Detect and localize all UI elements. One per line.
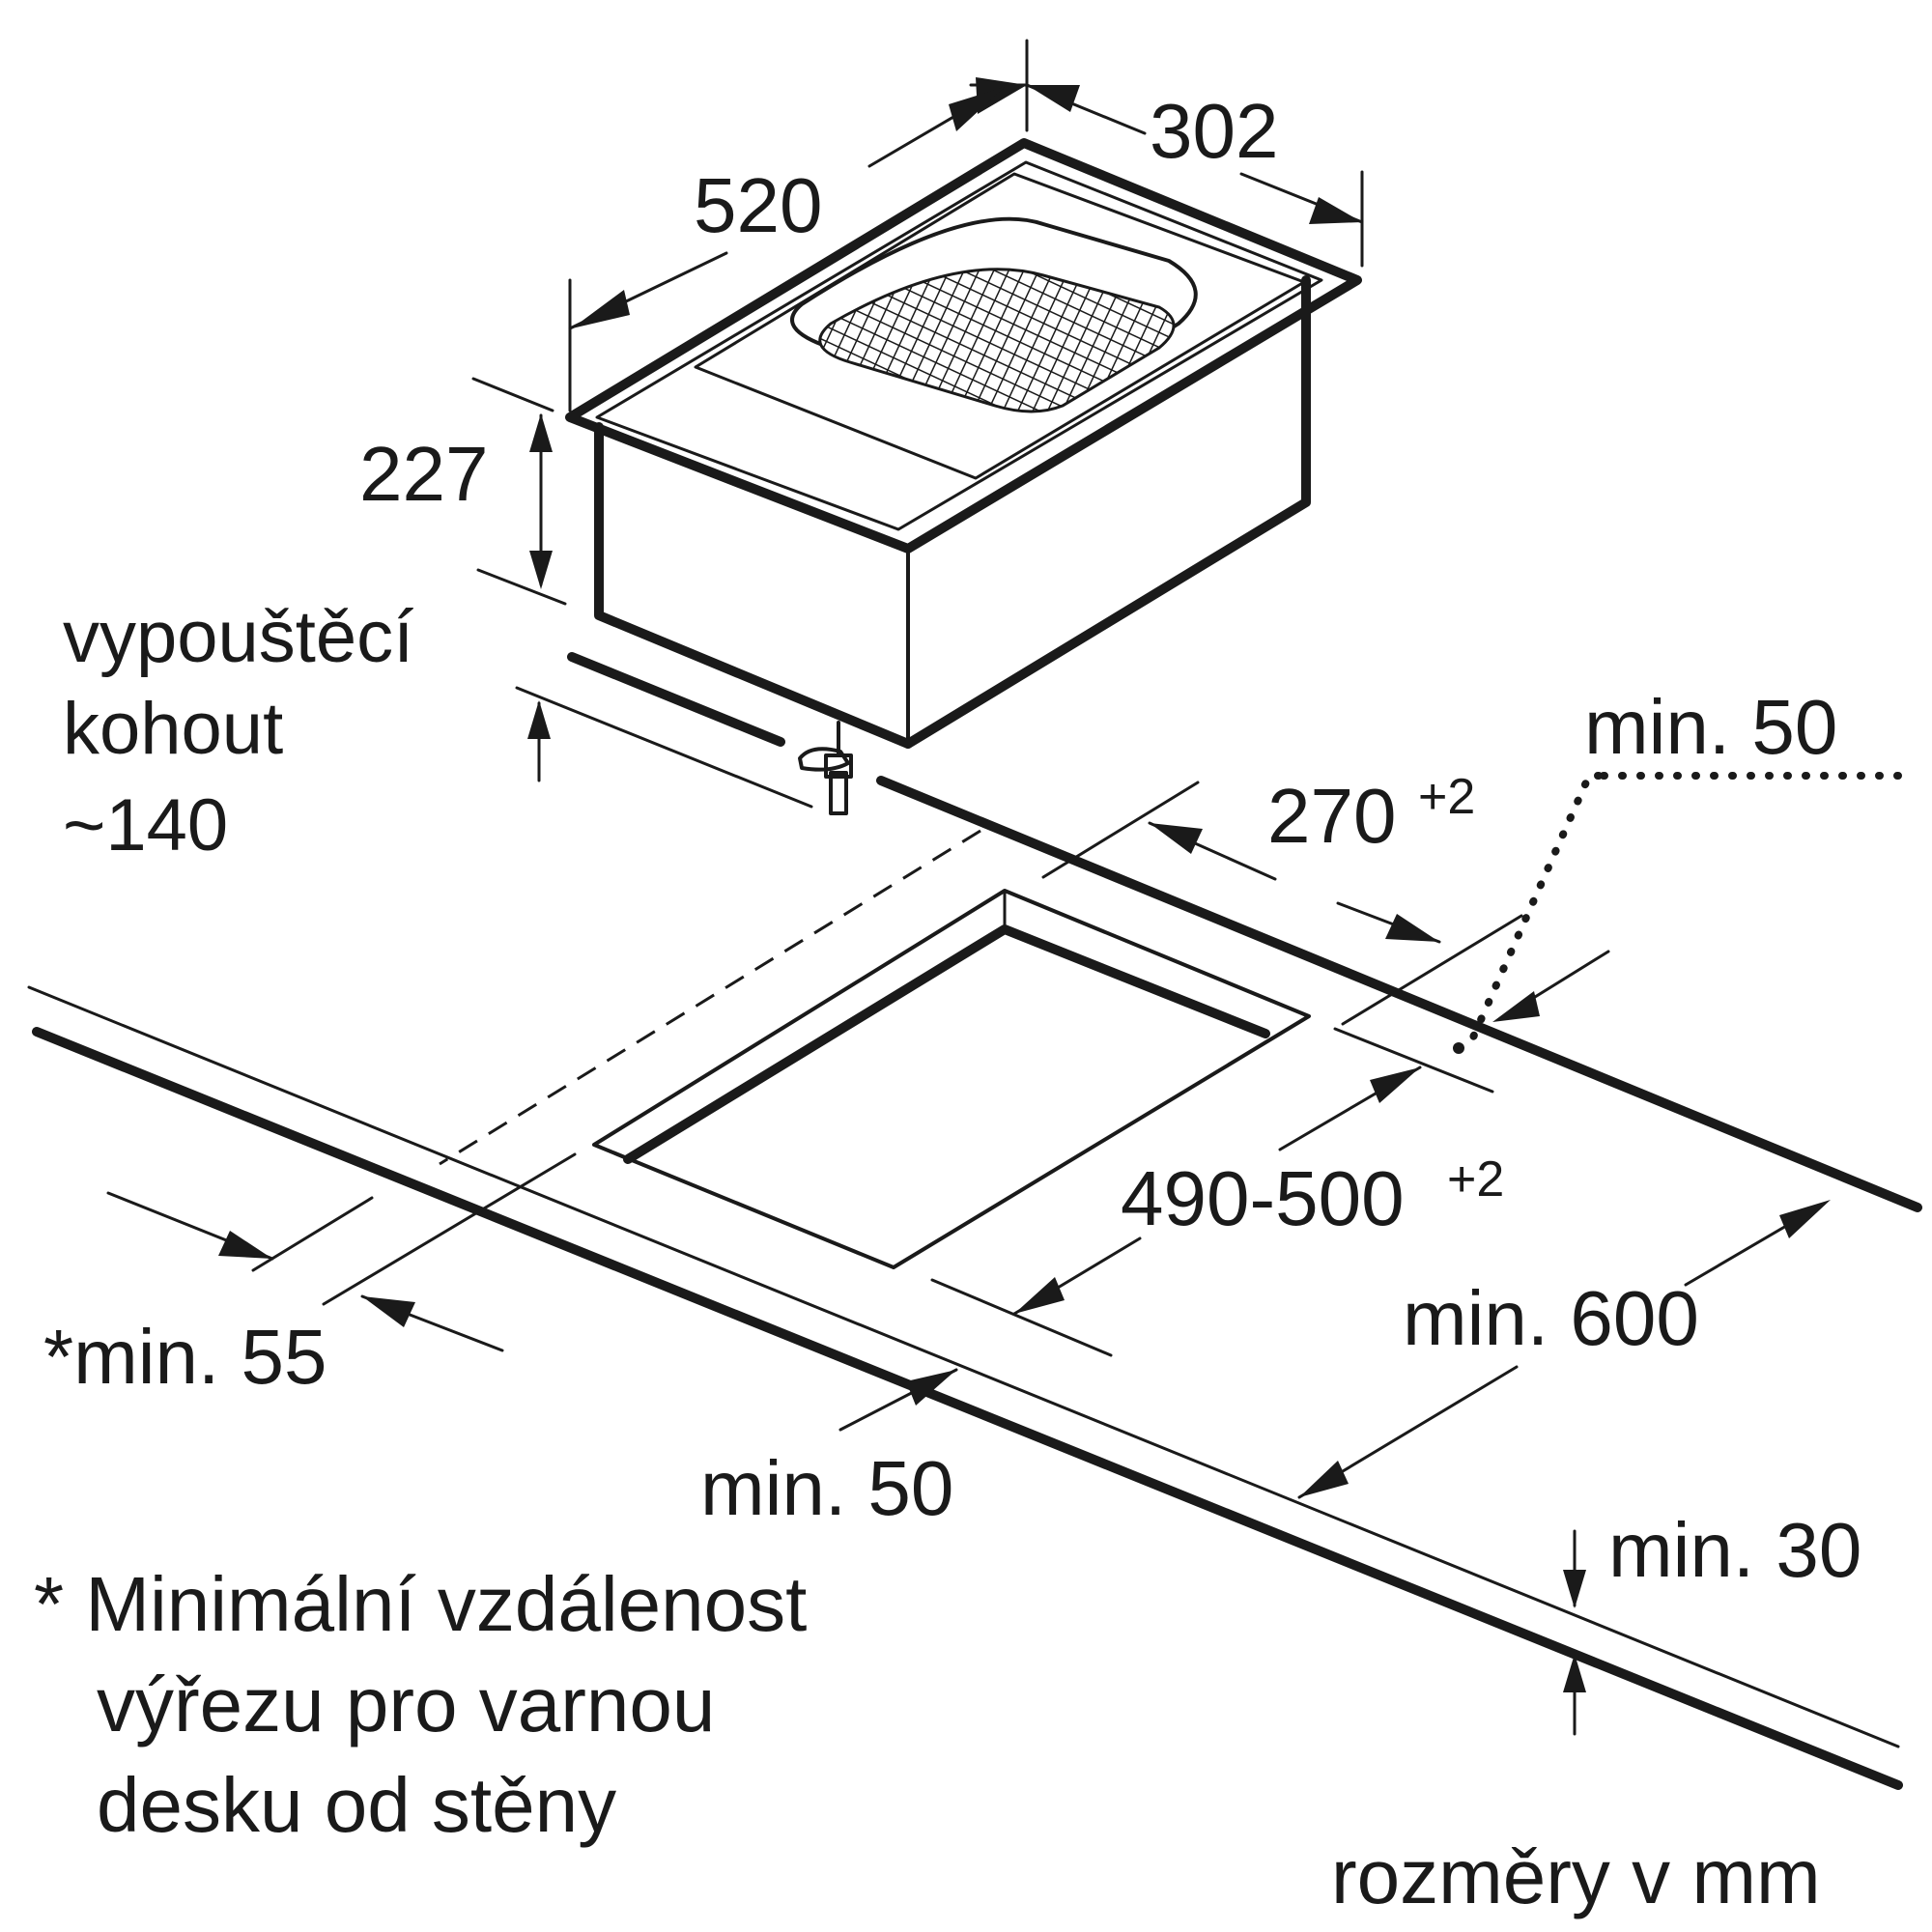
drain-label-line1: vypouštěcí — [63, 596, 413, 678]
countertop-front-bottom — [32, 1027, 1903, 1790]
wall-clearance-label: *min. 55 — [43, 1314, 327, 1400]
counter-depth-label: min. 600 — [1403, 1275, 1699, 1361]
rear-clearance-label: min. 50 — [1584, 684, 1837, 770]
hob-outline-dashed — [439, 829, 981, 1166]
fryer-body-right — [903, 275, 1311, 749]
fryer-inner-rim — [595, 160, 1323, 531]
dim-302: 302 — [969, 39, 1364, 268]
units-note: rozměry v mm — [1331, 1833, 1821, 1919]
fryer-basket — [818, 268, 1176, 413]
dim-270-tol: +2 — [1418, 769, 1475, 825]
cutout — [592, 889, 1311, 1269]
fryer-appliance — [565, 138, 1362, 815]
dim-227-label: 227 — [359, 431, 488, 517]
dim-counter-thickness: min. 30 — [1563, 1507, 1861, 1736]
dim-rear-clearance: min. 50 — [1333, 684, 1902, 1094]
fryer-body-left-top — [597, 425, 910, 551]
dim-counter-depth: min. 600 — [1297, 1200, 1831, 1499]
rear-clearance-leader — [1464, 772, 1603, 1052]
footnote-line1: * Minimální vzdálenost — [34, 1561, 807, 1647]
footnote-line3: desku od stěny — [97, 1762, 616, 1848]
front-clearance-label: min. 50 — [700, 1445, 953, 1531]
dim-520-label: 520 — [694, 162, 822, 248]
dim-front-clearance: min. 50 — [700, 1368, 958, 1531]
cutout-inner-edge — [623, 924, 1270, 1164]
countertop — [27, 776, 1922, 1790]
countertop-front-top — [27, 985, 1900, 1748]
dim-270-label: 270 — [1267, 773, 1396, 859]
cutout-outer — [592, 889, 1311, 1269]
dim-490-500-label: 490-500 — [1121, 1155, 1405, 1241]
drain-label-line2: kohout — [63, 688, 283, 770]
fryer-body-left — [594, 422, 913, 749]
dim-490-500-tol: +2 — [1447, 1151, 1504, 1208]
dim-wall-clearance: *min. 55 — [43, 1152, 577, 1400]
dim-520: 520 — [568, 85, 1007, 412]
counter-thickness-label: min. 30 — [1608, 1507, 1861, 1593]
dim-270: 270 +2 — [1041, 769, 1523, 1026]
dim-302-label: 302 — [1150, 88, 1278, 174]
drain-tap — [798, 721, 853, 815]
countertop-rear-edge — [876, 776, 1922, 1212]
footnote-line2: výřezu pro varnou — [97, 1662, 715, 1747]
dim-drain: vypouštěcí kohout ~140 — [63, 596, 813, 867]
fryer-basin — [790, 216, 1198, 405]
drain-label-line3: ~140 — [63, 784, 228, 867]
dim-490-500: 490-500 +2 — [930, 1065, 1504, 1357]
footnote: * Minimální vzdálenost výřezu pro varnou… — [34, 1561, 807, 1848]
dim-227: 227 — [359, 377, 567, 606]
